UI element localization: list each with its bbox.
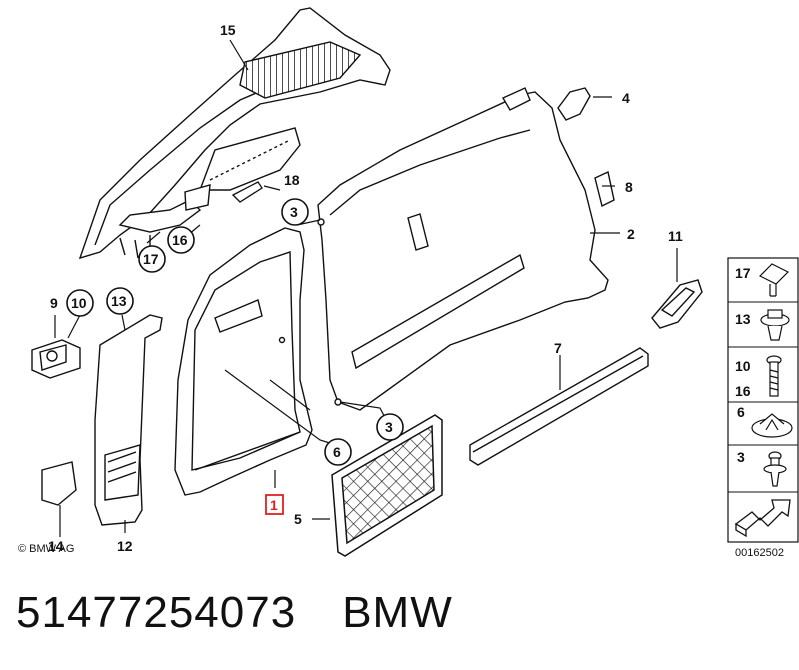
callout-17: 17 <box>143 251 159 267</box>
plastic-rivet-icon <box>758 263 790 297</box>
clip-nut-icon <box>751 413 793 438</box>
diagram-id: 00162502 <box>735 547 784 559</box>
part-2-side-panel <box>317 87 609 411</box>
circled-callouts <box>66 198 404 466</box>
callout-3-bottom: 3 <box>385 419 393 435</box>
legend-label-10: 10 <box>735 358 751 374</box>
legend-label-3: 3 <box>737 449 745 465</box>
part-5-cargo-net <box>331 414 443 557</box>
legend-label-6: 6 <box>737 404 745 420</box>
callout-3-top: 3 <box>290 204 298 220</box>
part-1-lower-panel <box>174 227 313 496</box>
callout-7: 7 <box>554 340 562 356</box>
legend-label-16: 16 <box>735 383 751 399</box>
brand-name: BMW <box>342 588 453 637</box>
part-11-light <box>651 279 703 329</box>
callout-8: 8 <box>625 179 633 195</box>
highlight-box <box>265 494 284 515</box>
callout-5: 5 <box>294 511 302 527</box>
callout-16: 16 <box>172 232 188 248</box>
part-15-upper-trim <box>78 7 391 260</box>
callout-4: 4 <box>622 90 630 106</box>
part-number: 51477254073 <box>16 588 297 637</box>
part-7-strip <box>469 347 649 466</box>
callout-11: 11 <box>668 228 683 244</box>
callout-2: 2 <box>627 226 635 242</box>
callout-12: 12 <box>117 538 133 554</box>
caption: 51477254073 BMW <box>16 588 499 638</box>
part-9-socket <box>31 339 81 379</box>
screw-icon <box>766 355 782 397</box>
legend-label-17: 17 <box>735 265 751 281</box>
callout-15: 15 <box>220 22 236 38</box>
callout-6: 6 <box>333 444 341 460</box>
expanding-rivet-icon <box>760 309 790 341</box>
legend-label-13: 13 <box>735 311 751 327</box>
push-pin-icon <box>763 451 787 487</box>
part-4-hook <box>557 87 591 121</box>
callout-14: 14 <box>48 538 64 554</box>
direction-arrow-icon <box>734 499 791 538</box>
callout-1: 1 <box>270 497 278 513</box>
callout-18: 18 <box>284 172 300 188</box>
part-14-cover <box>41 461 77 506</box>
callout-9: 9 <box>50 295 58 311</box>
part-8-latch <box>594 170 615 208</box>
fastener-legend: 17 13 10 16 6 3 <box>727 257 799 543</box>
part-12-pillar-trim <box>94 314 163 526</box>
callout-10: 10 <box>71 295 87 311</box>
circled-callout-labels: 3 16 17 10 13 6 3 <box>71 204 393 460</box>
callout-labels: 15 4 8 2 11 18 9 7 5 12 14 <box>48 22 683 554</box>
copyright-text: © BMW AG <box>18 543 74 555</box>
part-18-clip <box>231 181 263 203</box>
callout-13: 13 <box>111 293 127 309</box>
